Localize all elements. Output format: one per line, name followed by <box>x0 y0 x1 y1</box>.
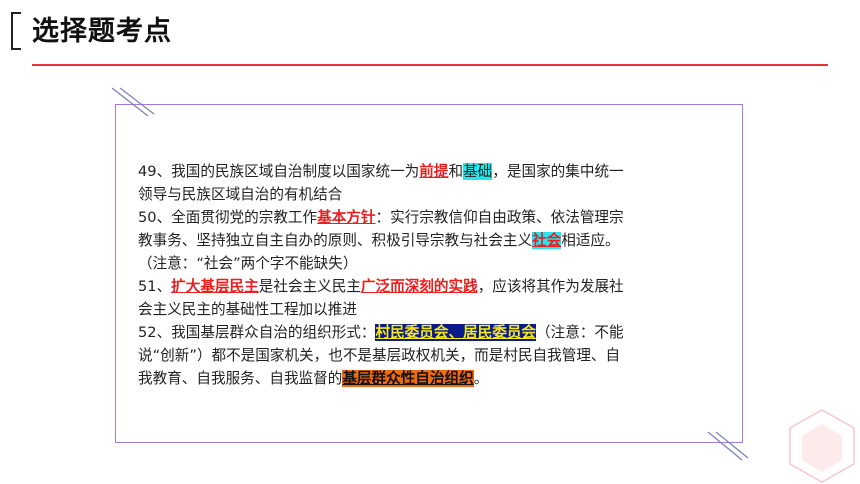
keyword-expand-grassroots-democracy: 扩大基层民主 <box>171 278 259 295</box>
keyword-self-governing-org: 基层群众性自治组织 <box>342 370 474 387</box>
top-left-slash-decoration <box>111 87 155 117</box>
keyword-committees: 村民委员会、居民委员会 <box>375 324 537 341</box>
hexagon-decoration <box>789 409 855 483</box>
point-50-line-2: 教事务、坚持独立自主自办的原则、积极引导宗教与社会主义社会相适应。 <box>138 232 620 249</box>
point-52-line-1: 52、我国基层群众自治的组织形式：村民委员会、居民委员会（注意：不能 <box>138 324 624 341</box>
point-50-line-1: 50、全面贯彻党的宗教工作基本方针：实行宗教信仰自由政策、依法管理宗 <box>138 209 624 226</box>
title-bracket-decoration <box>11 12 21 50</box>
point-51-line-1: 51、扩大基层民主是社会主义民主广泛而深刻的实践，应该将其作为发展社 <box>138 278 624 295</box>
point-52-line-3: 我教育、自我服务、自我监督的基层群众性自治组织。 <box>138 370 489 387</box>
point-49-line-1: 49、我国的民族区域自治制度以国家统一为前提和基础，是国家的集中统一 <box>138 163 624 180</box>
content-frame <box>115 104 743 443</box>
point-50-note: （注意：“社会”两个字不能缺失） <box>138 255 358 272</box>
point-51-line-2: 会主义民主的基础性工程加以推进 <box>138 301 357 318</box>
keyword-society: 社会 <box>532 232 562 249</box>
keyword-premise: 前提 <box>419 163 449 180</box>
point-52-line-2: 说“创新”）都不是国家机关，也不是基层政权机关，而是村民自我管理、自 <box>138 347 621 364</box>
keyword-broad-practice: 广泛而深刻的实践 <box>360 278 478 295</box>
bottom-right-slash-decoration <box>707 431 749 461</box>
keyword-basic-policy: 基本方针 <box>317 209 376 226</box>
point-49-line-2: 领导与民族区域自治的有机结合 <box>138 186 343 203</box>
page-title: 选择题考点 <box>32 16 172 47</box>
title-underline <box>32 64 828 66</box>
exam-points-text: 49、我国的民族区域自治制度以国家统一为前提和基础，是国家的集中统一 领导与民族… <box>138 160 724 390</box>
keyword-basis: 基础 <box>463 163 493 180</box>
